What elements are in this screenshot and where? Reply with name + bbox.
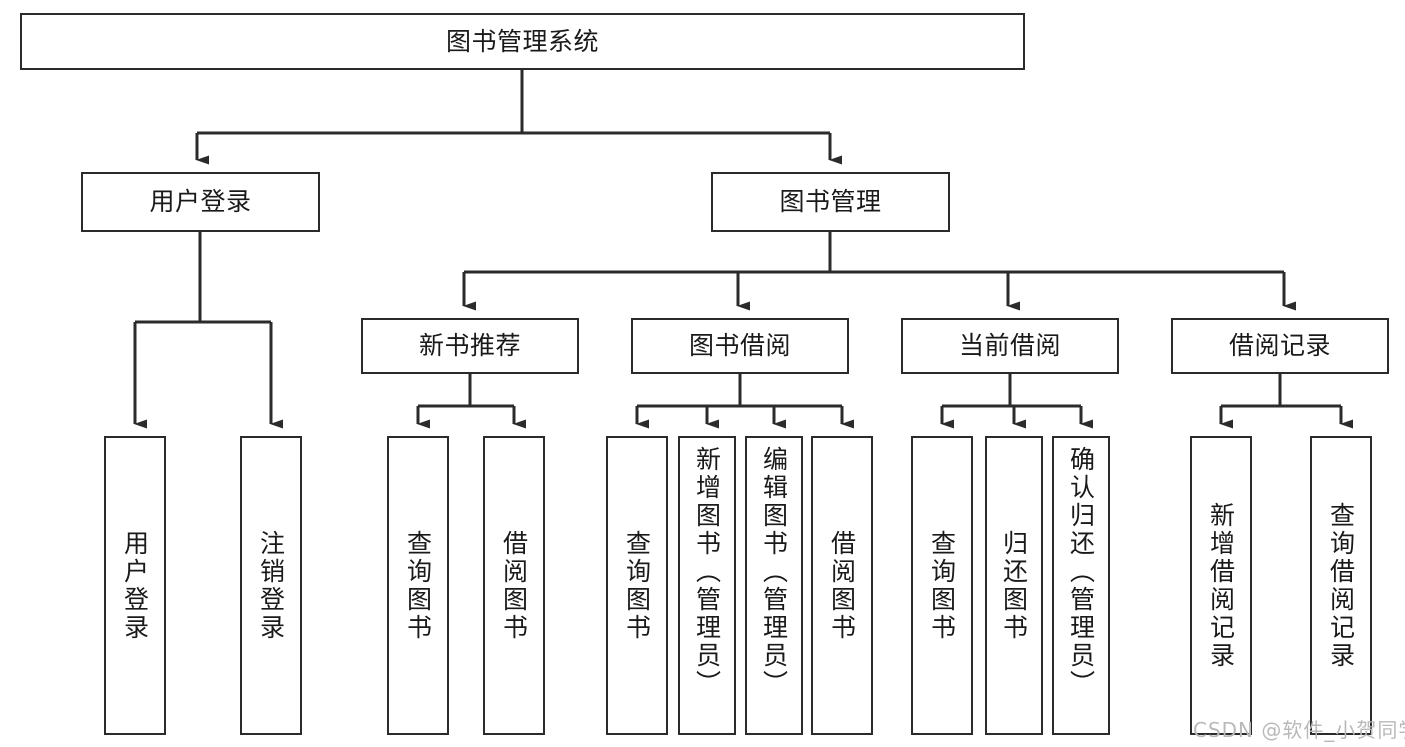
node-label-leaf-query-book-borrow: 查询图书 — [622, 529, 652, 642]
edge-book-borrow-children — [635, 374, 854, 429]
node-label-leaf-user-login: 用户登录 — [120, 529, 150, 642]
edge-current-borrow-children — [940, 374, 1093, 429]
node-label-user-login: 用户登录 — [149, 187, 252, 217]
node-current-borrow[interactable]: 当前借阅 — [901, 318, 1119, 374]
node-leaf-query-borrow-record[interactable]: 查询借阅记录 — [1310, 436, 1372, 735]
node-label-leaf-edit-book-admin: 编辑图书（管理员） — [759, 446, 789, 698]
node-label-leaf-borrow-book-recommend: 借阅图书 — [499, 529, 529, 642]
edge-borrow-record-children — [1219, 374, 1353, 429]
node-leaf-add-borrow-record[interactable]: 新增借阅记录 — [1190, 436, 1252, 735]
node-user-login[interactable]: 用户登录 — [81, 172, 320, 232]
node-label-leaf-query-borrow-record: 查询借阅记录 — [1326, 501, 1356, 670]
node-label-leaf-query-book-recommend: 查询图书 — [403, 529, 433, 642]
node-label-leaf-borrow-book: 借阅图书 — [827, 529, 857, 642]
node-label-leaf-confirm-return-admin: 确认归还（管理员） — [1066, 446, 1096, 698]
node-leaf-user-login[interactable]: 用户登录 — [104, 436, 166, 735]
edge-book-management-children — [462, 232, 1296, 311]
node-leaf-borrow-book-recommend[interactable]: 借阅图书 — [483, 436, 545, 735]
node-leaf-return-book[interactable]: 归还图书 — [985, 436, 1043, 735]
node-book-management[interactable]: 图书管理 — [711, 172, 950, 232]
node-leaf-add-book-admin[interactable]: 新增图书（管理员） — [678, 436, 736, 735]
node-label-book-management: 图书管理 — [779, 187, 882, 217]
node-leaf-confirm-return-admin[interactable]: 确认归还（管理员） — [1052, 436, 1110, 735]
node-label-borrow-record: 借阅记录 — [1228, 331, 1331, 361]
node-leaf-edit-book-admin[interactable]: 编辑图书（管理员） — [745, 436, 803, 735]
node-root[interactable]: 图书管理系统 — [20, 13, 1025, 70]
node-label-leaf-add-book-admin: 新增图书（管理员） — [692, 446, 722, 698]
node-leaf-query-book-recommend[interactable]: 查询图书 — [387, 436, 449, 735]
node-label-leaf-return-book: 归还图书 — [999, 529, 1029, 642]
node-label-leaf-query-book-current: 查询图书 — [927, 529, 957, 642]
node-label-leaf-add-borrow-record: 新增借阅记录 — [1206, 501, 1236, 670]
node-leaf-query-book-current[interactable]: 查询图书 — [911, 436, 973, 735]
node-label-current-borrow: 当前借阅 — [958, 331, 1061, 361]
node-label-new-book-recommend: 新书推荐 — [418, 331, 521, 361]
node-new-book-recommend[interactable]: 新书推荐 — [361, 318, 579, 374]
edge-user-login-children — [133, 232, 283, 429]
node-leaf-logout-login[interactable]: 注销登录 — [240, 436, 302, 735]
node-label-book-borrow: 图书借阅 — [688, 331, 791, 361]
node-leaf-borrow-book[interactable]: 借阅图书 — [811, 436, 873, 735]
csdn-watermark: CSDN @软件_小贺同学 — [1193, 718, 1405, 742]
node-borrow-record[interactable]: 借阅记录 — [1171, 318, 1389, 374]
node-book-borrow[interactable]: 图书借阅 — [631, 318, 849, 374]
edge-new-book-recommend-children — [416, 374, 526, 429]
node-label-leaf-logout-login: 注销登录 — [256, 529, 286, 642]
edge-root-bus — [195, 70, 842, 165]
node-leaf-query-book-borrow[interactable]: 查询图书 — [606, 436, 668, 735]
node-label-root: 图书管理系统 — [445, 26, 599, 56]
